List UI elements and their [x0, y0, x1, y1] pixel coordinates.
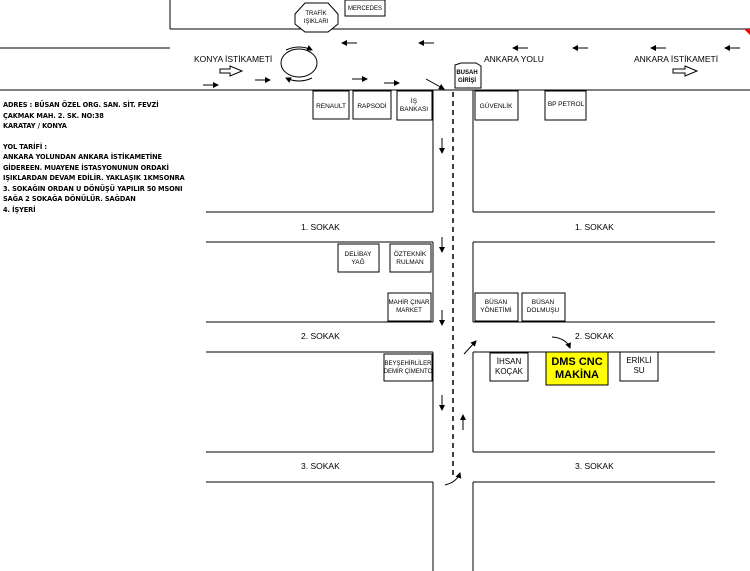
- mahir-cinar-line1: MAHİR ÇINAR: [389, 299, 430, 306]
- address-line-2: ÇAKMAK MAH. 2. SK. NO:38: [3, 111, 104, 120]
- address-line-1: ADRES : BÜSAN ÖZEL ORG. SAN. SİT. FEVZİ: [3, 101, 159, 109]
- corner-mark: [744, 29, 750, 35]
- sokak2-left-label: 2. SOKAK: [301, 331, 340, 341]
- roundabout-arrow-bottom: [285, 77, 313, 83]
- ihsan-kocak-box: [489, 352, 529, 382]
- busan-dolmus-box: [521, 292, 566, 322]
- side-streets: [206, 211, 715, 483]
- traffic-lights-line1: TRAFİK: [305, 10, 326, 17]
- directions-line-2: GİDEREEN. MUAYENE İSTASYONUNUN ORDAKİ: [3, 163, 169, 172]
- guvenlik-label: GÜVENLİK: [480, 101, 514, 110]
- busan-yonetim-line2: YÖNETİMİ: [480, 305, 512, 314]
- ankara-direction-label: ANKARA İSTİKAMETİ: [634, 54, 718, 64]
- dms-cnc-line1: DMS CNC: [551, 356, 602, 368]
- directions-line-1: ANKARA YOLUNDAN ANKARA İSTİKAMETİNE: [3, 153, 162, 161]
- ozteknik-line1: ÖZTEKNİK: [394, 249, 427, 258]
- ihsan-kocak-line1: İHSAN: [497, 357, 522, 366]
- sokak1-left-label: 1. SOKAK: [301, 222, 340, 232]
- mercedes-box: [344, 0, 386, 17]
- rapsodi-box: [352, 90, 392, 120]
- directions-line-6: 4. İŞYERİ: [3, 205, 36, 214]
- busan-entrance-line2: GİRİŞİ: [458, 77, 476, 84]
- konya-direction-arrow: [219, 65, 244, 77]
- sokak2-right-label: 2. SOKAK: [575, 331, 614, 341]
- directions-title: YOL TARİFİ :: [3, 142, 47, 151]
- ozteknik-line2: RULMAN: [396, 259, 424, 266]
- dms-cnc-highlight-box: [545, 351, 609, 386]
- is-bankasi-box: [396, 90, 433, 121]
- sokak3-left-label: 3. SOKAK: [301, 461, 340, 471]
- traffic-arrows: [203, 40, 740, 90]
- traffic-lights-sign: [294, 2, 339, 33]
- sokak3-right-label: 3. SOKAK: [575, 461, 614, 471]
- roundabout: [280, 48, 318, 78]
- dms-cnc-line2: MAKİNA: [555, 368, 599, 381]
- busan-entrance-line1: BUSAH: [456, 70, 477, 76]
- roundabout-arrow-top: [285, 45, 313, 51]
- konya-direction-label: KONYA İSTİKAMETİ: [194, 54, 272, 64]
- rapsodi-label: RAPSODİ: [357, 101, 386, 110]
- ihsan-kocak-line2: KOÇAK: [495, 367, 524, 376]
- ankara-direction-arrow: [672, 65, 699, 77]
- beysehirliler-box: [383, 353, 433, 382]
- busan-yonetim-box: [474, 292, 519, 322]
- beysehirliler-line1: BEYŞEHİRLİLER: [384, 360, 432, 367]
- mercedes-label: MERCEDES: [348, 6, 382, 12]
- route-arrows: [439, 138, 571, 486]
- delibay-box: [337, 243, 380, 273]
- bp-petrol-box: [544, 90, 587, 121]
- directions-line-5: SAĞA 2 SOKAĞA DÖNÜLÜR. SAĞDAN: [3, 195, 136, 203]
- delibay-line1: DELİBAY: [345, 249, 373, 258]
- central-road: [432, 90, 474, 571]
- erikli-su-line1: ERİKLİ: [626, 356, 651, 365]
- busan-dolmus-line2: DOLMUŞU: [527, 307, 560, 314]
- mahir-cinar-line2: MARKET: [396, 307, 422, 314]
- delibay-line2: YAĞ: [351, 257, 364, 266]
- ankara-yolu-label: ANKARA YOLU: [484, 54, 544, 64]
- directions-line-3: IŞIKLARDAN DEVAM EDİLİR. YAKLAŞIK 1KMSON…: [3, 174, 185, 182]
- info-panel: ADRES : BÜSAN ÖZEL ORG. SAN. SİT. FEVZİ …: [3, 100, 203, 215]
- info-spacer: [3, 132, 203, 142]
- renault-label: RENAULT: [316, 103, 346, 110]
- erikli-su-line2: SU: [633, 366, 644, 375]
- bp-petrol-label: BP PETROL: [548, 101, 585, 108]
- renault-box: [312, 90, 350, 120]
- is-bankasi-line2: BANKASI: [400, 106, 428, 113]
- traffic-lights-line2: IŞIKLARI: [304, 19, 329, 25]
- mahir-cinar-box: [387, 292, 432, 322]
- busan-entrance-sign: [454, 62, 482, 89]
- busan-yonetim-line1: BÜSAN: [485, 298, 508, 306]
- sokak1-right-label: 1. SOKAK: [575, 222, 614, 232]
- ozteknik-box: [389, 243, 432, 273]
- beysehirliler-line2: DEMİR ÇİMENTO: [384, 368, 433, 375]
- guvenlik-box: [474, 90, 519, 121]
- directions-line-4: 3. SOKAĞIN ORDAN U DÖNÜŞÜ YAPILIR 50 MSO…: [3, 184, 183, 193]
- busan-dolmus-line1: BÜSAN: [532, 298, 555, 306]
- address-line-3: KARATAY / KONYA: [3, 122, 67, 130]
- erikli-su-box: [619, 351, 659, 382]
- is-bankasi-line1: İŞ: [411, 96, 418, 105]
